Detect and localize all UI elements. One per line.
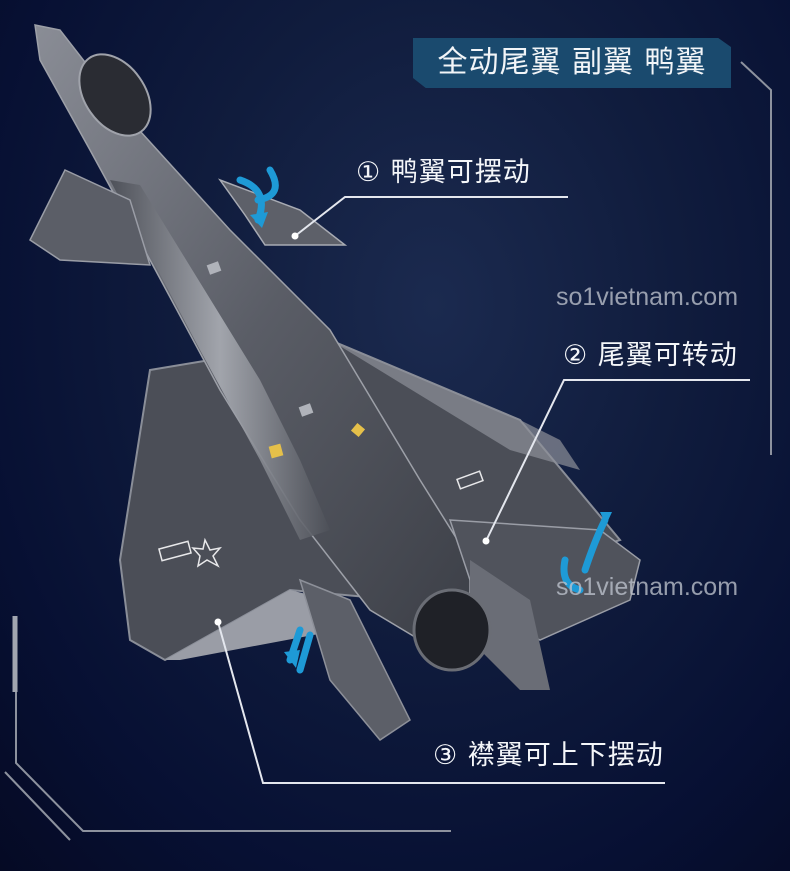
tail-section <box>298 519 641 741</box>
frame-decoration <box>4 61 772 841</box>
insignia-icon <box>158 470 484 568</box>
left-canard <box>29 169 152 266</box>
watermark: so1vietnam.com <box>556 283 739 311</box>
page-title: 全动尾翼 副翼 鸭翼 <box>413 38 731 88</box>
right-canard <box>217 178 348 246</box>
callout-flap: ③ 襟翼可上下摆动 <box>433 740 664 771</box>
watermark: so1vietnam.com <box>556 573 739 601</box>
callout-canard: ① 鸭翼可摆动 <box>356 157 531 188</box>
leader-lines <box>217 196 750 784</box>
fuselage <box>34 24 471 641</box>
callout-tail: ② 尾翼可转动 <box>563 340 738 371</box>
